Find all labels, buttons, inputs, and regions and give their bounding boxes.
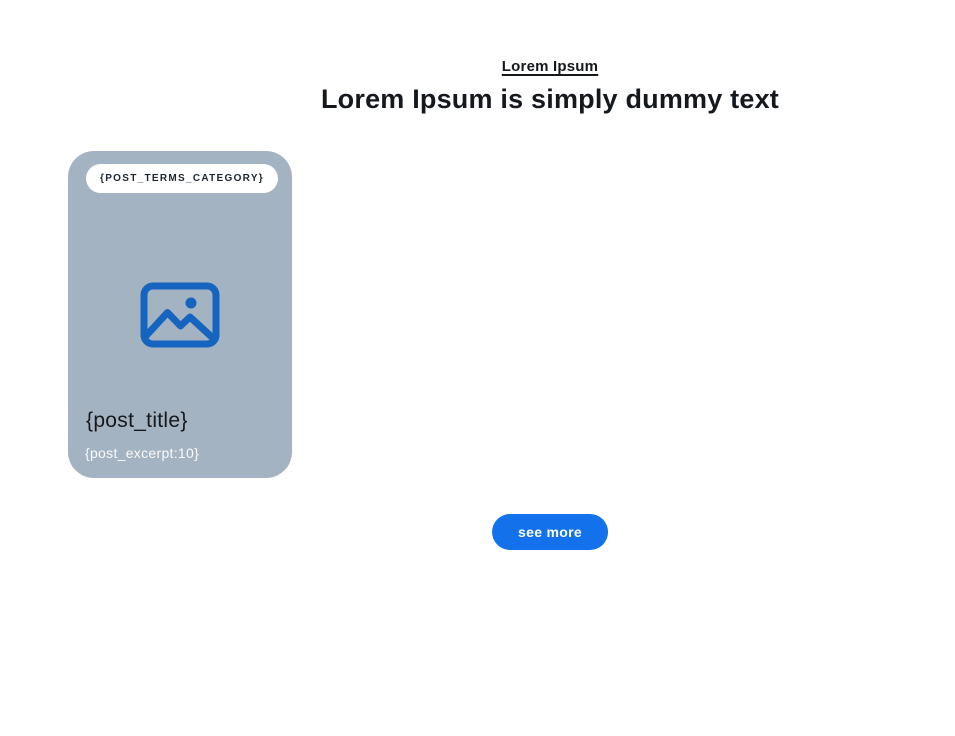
- section-eyebrow: Lorem Ipsum: [501, 58, 599, 75]
- see-more-button[interactable]: see more: [492, 514, 608, 550]
- category-badge[interactable]: {POST_TERMS_CATEGORY}: [86, 164, 278, 193]
- post-title[interactable]: {post_title}: [86, 409, 188, 432]
- post-excerpt: {post_excerpt:10}: [85, 445, 200, 461]
- section-heading: Lorem Ipsum is simply dummy text: [320, 84, 780, 114]
- image-placeholder-icon: [140, 282, 220, 348]
- post-card[interactable]: {POST_TERMS_CATEGORY} {post_title} {post…: [68, 151, 292, 478]
